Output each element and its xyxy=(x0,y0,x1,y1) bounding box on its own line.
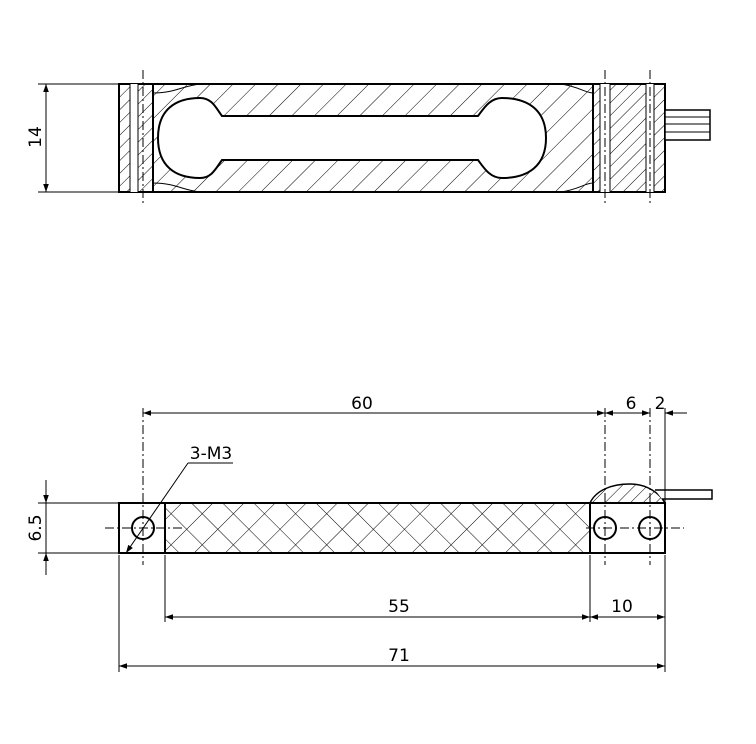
dimension-label-6-5: 6.5 xyxy=(26,514,46,541)
side-view: 60 6 2 3-M3 6.5 55 xyxy=(26,394,713,672)
dimension-2: 2 xyxy=(655,394,687,416)
dimension-label-60: 60 xyxy=(351,394,373,414)
dimension-6-5: 6.5 xyxy=(26,480,119,575)
cable-wires xyxy=(664,109,711,141)
dimension-label-14: 14 xyxy=(26,126,46,148)
dimension-label-55: 55 xyxy=(388,597,410,617)
dimension-14: 14 xyxy=(26,83,119,193)
thread-callout: 3-M3 xyxy=(125,444,233,554)
dog-bone-cutout xyxy=(156,96,548,180)
cable-gland xyxy=(588,483,667,504)
dimension-label-2: 2 xyxy=(655,394,666,414)
dimension-6: 6 xyxy=(605,394,650,416)
beam-side-body xyxy=(165,503,590,553)
dimension-10: 10 xyxy=(590,597,665,620)
top-view: 14 xyxy=(26,70,711,205)
dimension-label-6: 6 xyxy=(626,394,637,414)
dimension-71: 71 xyxy=(119,646,665,669)
dimension-60: 60 xyxy=(143,394,605,416)
dimension-label-10: 10 xyxy=(611,597,633,617)
thread-label: 3-M3 xyxy=(190,444,232,464)
dimension-55: 55 xyxy=(165,597,590,620)
cable xyxy=(655,489,713,500)
dimension-label-71: 71 xyxy=(388,646,410,666)
